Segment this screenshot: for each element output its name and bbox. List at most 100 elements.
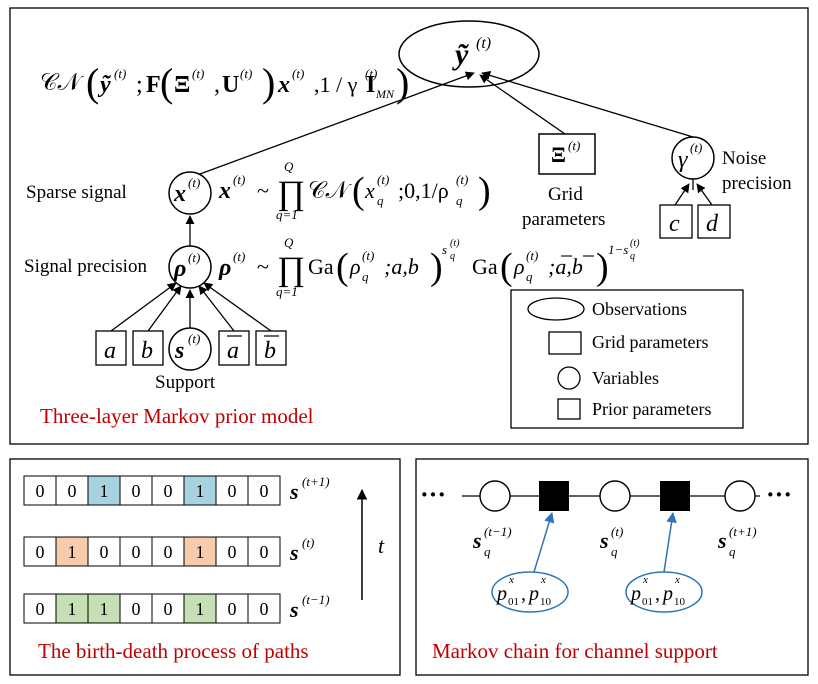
noise-label-line1: Noise [722, 148, 766, 169]
svg-text:(t): (t) [240, 66, 252, 81]
birth-death-caption: The birth-death process of paths [38, 639, 309, 663]
svg-text:(t): (t) [611, 524, 623, 539]
svg-text:ρ: ρ [349, 254, 361, 279]
support-cell [151, 593, 185, 624]
svg-text:q: q [729, 544, 736, 559]
legend-prior-symbol [557, 398, 581, 420]
svg-text:): ) [430, 246, 443, 288]
support-cell-value: 0 [260, 599, 269, 619]
svg-text:(t): (t) [233, 172, 245, 187]
support-cell-value: 0 [164, 542, 173, 562]
svg-text:(t): (t) [192, 66, 204, 81]
support-cell-value: 0 [260, 542, 269, 562]
svg-text:q: q [611, 544, 618, 559]
svg-text:(: ( [160, 60, 173, 105]
support-cell [87, 593, 121, 624]
legend-observations: Observations [592, 299, 687, 319]
svg-text:(t): (t) [456, 172, 468, 187]
support-row-label: s [289, 479, 299, 504]
svg-text:(t−1): (t−1) [484, 524, 512, 539]
chain-node-2-label: s [599, 528, 609, 553]
svg-text:q: q [362, 269, 369, 284]
support-cell [215, 475, 249, 506]
legend-grid-parameters: Grid parameters [592, 332, 708, 352]
top-panel-frame [9, 7, 809, 445]
svg-text:01: 01 [642, 596, 653, 608]
svg-text:10: 10 [540, 596, 552, 608]
markov-chain-panel-frame [415, 458, 809, 676]
svg-text:x: x [277, 72, 290, 98]
support-row-sup: (t−1) [302, 592, 330, 607]
svg-text:x: x [173, 181, 186, 207]
legend-grid-symbol [548, 331, 582, 355]
svg-text:∏: ∏ [277, 251, 305, 288]
support-cell-value: 1 [100, 481, 109, 501]
support-cell-value: 0 [36, 481, 45, 501]
support-cell [23, 536, 57, 567]
legend-variable-symbol [557, 366, 581, 390]
support-cell [151, 475, 185, 506]
svg-text:Ξ: Ξ [174, 72, 190, 98]
svg-text:(t): (t) [690, 140, 702, 155]
support-row-label: s [289, 597, 299, 622]
chain-dots-left: ··· [420, 480, 446, 509]
svg-text:MN: MN [375, 87, 395, 101]
chain-factor-1 [539, 481, 569, 511]
svg-text:Ga: Ga [472, 254, 498, 279]
svg-text:(t): (t) [188, 331, 200, 346]
prior-box-bbar [255, 330, 287, 366]
svg-text:;a,b: ;a,b [548, 254, 583, 279]
svg-text:(: ( [336, 246, 349, 288]
svg-text:x: x [540, 574, 546, 586]
support-cell-value: 1 [196, 599, 205, 619]
support-cell-value: 1 [68, 599, 77, 619]
support-row-sup: (t+1) [302, 474, 330, 489]
support-cell [23, 475, 57, 506]
svg-text:,: , [214, 72, 220, 98]
chain-node-3-label: s [717, 528, 727, 553]
svg-text:ρ: ρ [218, 255, 231, 281]
support-cell-value: 0 [68, 481, 77, 501]
likelihood-formula: 𝒞𝒩 ( ỹ (t) ; F ( Ξ (t) , U (t) ) x (t) ,… [40, 60, 409, 105]
support-cell [247, 593, 281, 624]
svg-text:U: U [222, 72, 239, 98]
support-cell-value: 0 [100, 542, 109, 562]
svg-text:Ga: Ga [308, 254, 334, 279]
svg-text:(: ( [500, 246, 513, 288]
svg-text:q: q [450, 251, 455, 262]
svg-text:x: x [218, 178, 231, 204]
svg-text:a: a [104, 338, 116, 364]
support-cell-value: 1 [68, 542, 77, 562]
support-label: Support [155, 372, 216, 393]
svg-text:,1 / γ: ,1 / γ [314, 72, 358, 97]
svg-text:(t): (t) [630, 238, 640, 249]
svg-text:ρ: ρ [173, 256, 186, 282]
chain-dots-right: ··· [766, 480, 792, 509]
svg-text:(: ( [86, 60, 99, 105]
svg-text:∏: ∏ [277, 175, 305, 212]
svg-text:(t): (t) [114, 66, 126, 81]
signal-precision-label: Signal precision [24, 256, 147, 277]
support-cell-value: 0 [164, 599, 173, 619]
observation-label: ỹ [452, 38, 469, 71]
svg-text:(t): (t) [292, 66, 304, 81]
svg-text:𝒞𝒩: 𝒞𝒩 [40, 70, 84, 96]
chain-node-1-label: s [472, 528, 482, 553]
support-cell-value: 0 [228, 599, 237, 619]
support-row-sup: (t) [302, 535, 314, 550]
support-cell [183, 593, 217, 624]
transition-param-1 [491, 571, 569, 613]
prior-box-d [697, 204, 731, 239]
svg-text:~: ~ [257, 178, 269, 203]
svg-text:γ: γ [678, 147, 688, 173]
svg-text:(t): (t) [568, 138, 580, 153]
legend-ellipse-symbol [527, 297, 585, 321]
time-axis-label: t [378, 533, 385, 558]
chain-node-2 [599, 480, 631, 512]
svg-text:p: p [495, 583, 507, 605]
svg-text:p: p [661, 583, 673, 605]
svg-text:F: F [146, 72, 161, 98]
x-prior-formula: x (t) ~ Q ∏ q=1 𝒞𝒩 ( x (t) q ;0,1/ρ (t) … [218, 159, 491, 222]
